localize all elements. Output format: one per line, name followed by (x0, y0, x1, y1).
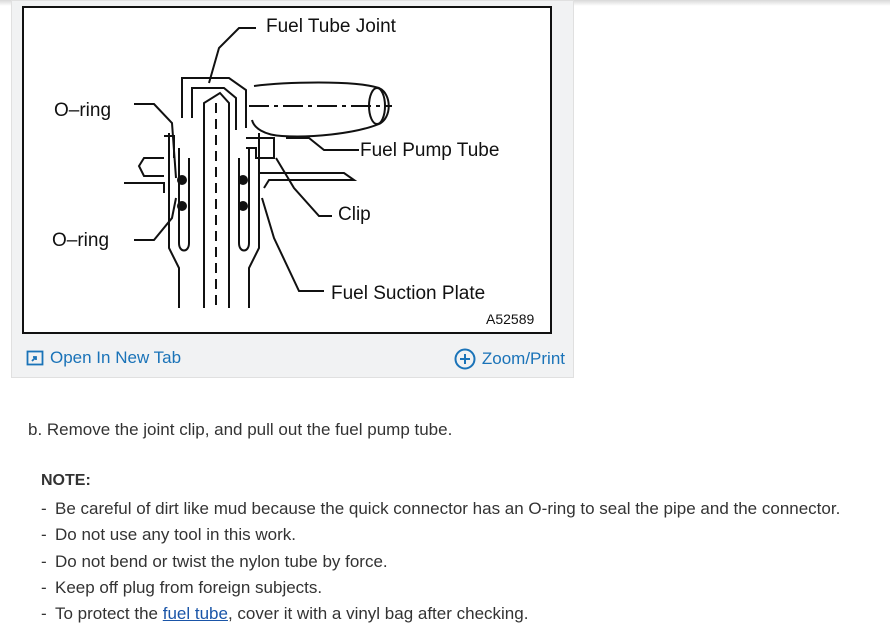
fuel-tube-diagram: Fuel Tube Joint O–ring Fuel Pump Tube Cl… (22, 6, 552, 334)
figure-code: A52589 (486, 311, 535, 327)
figure-card: Fuel Tube Joint O–ring Fuel Pump Tube Cl… (11, 0, 574, 378)
figure-actions: Open In New Tab Zoom/Print (12, 341, 573, 377)
open-in-new-tab-link[interactable]: Open In New Tab (26, 348, 181, 368)
note-item: -Keep off plug from foreign subjects. (41, 575, 840, 601)
callout-fuel-suction-plate: Fuel Suction Plate (331, 283, 486, 304)
zoom-print-label: Zoom/Print (481, 349, 565, 368)
callout-fuel-tube-joint: Fuel Tube Joint (266, 16, 396, 37)
note-item-text: Be careful of dirt like mud because the … (55, 499, 841, 518)
housing-right (248, 133, 260, 308)
note-dash: - (41, 525, 47, 545)
note-item-text: Keep off plug from foreign subjects. (55, 577, 323, 597)
fuel-tube-link[interactable]: fuel tube (162, 604, 228, 624)
note-item-text: To protect the (55, 604, 163, 624)
plus-circle-icon (454, 348, 476, 370)
note-dash: - (41, 577, 47, 597)
note-item-text-after: , cover it with a vinyl bag after checki… (227, 604, 529, 624)
note-item: -To protect the fuel tube, cover it with… (41, 601, 840, 627)
callout-fuel-pump-tube: Fuel Pump Tube (360, 140, 500, 161)
note-item-text: Do not use any tool in this work. (55, 525, 296, 545)
note-dash: - (41, 604, 47, 624)
note-dash: - (41, 551, 47, 571)
note-item: -Do not use any tool in this work. (41, 522, 840, 548)
housing-left (168, 133, 180, 308)
suction-plate-shape (259, 172, 358, 189)
zoom-print-link[interactable]: Zoom/Print (454, 348, 565, 370)
step-text: b. Remove the joint clip, and pull out t… (28, 420, 453, 439)
note-item-text: Do not bend or twist the nylon tube by f… (55, 551, 388, 571)
note-title: NOTE: (41, 472, 91, 489)
callout-clip: Clip (338, 204, 371, 225)
diagram-drawing (124, 27, 392, 308)
callout-o-ring-bottom: O–ring (52, 230, 110, 251)
note-item: -Do not bend or twist the nylon tube by … (41, 549, 840, 575)
note-list: -Be careful of dirt like mud because the… (41, 496, 840, 627)
note-dash: - (41, 499, 47, 518)
open-in-new-tab-icon (26, 349, 44, 367)
open-in-new-tab-label: Open In New Tab (50, 348, 182, 367)
fuel-tube-joint-shape (181, 77, 247, 128)
note-item: -Be careful of dirt like mud because the… (41, 496, 840, 522)
callout-o-ring-top: O–ring (54, 100, 112, 121)
clip-shape (246, 137, 275, 159)
